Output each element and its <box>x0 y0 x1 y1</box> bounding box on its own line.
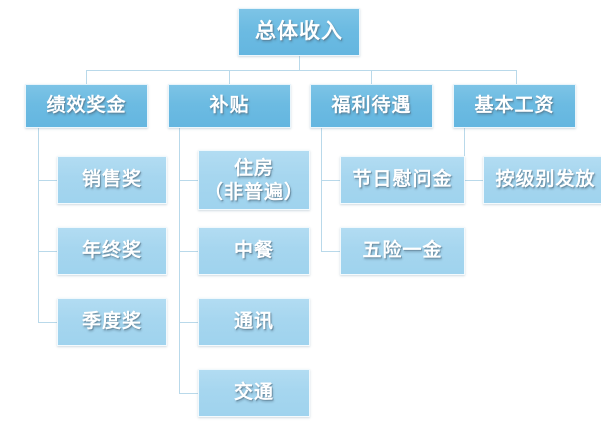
connector-drop-branch-1 <box>86 70 87 84</box>
node-label: 销售奖 <box>81 168 142 191</box>
node-leaf-transport[interactable]: 交通 <box>198 369 310 417</box>
node-branch-base-salary[interactable]: 基本工资 <box>453 84 576 128</box>
connector-drop-branch-3 <box>371 70 372 84</box>
node-leaf-quarterly-bonus[interactable]: 季度奖 <box>57 298 167 346</box>
node-leaf-lunch[interactable]: 中餐 <box>198 227 310 275</box>
node-label-line-1: 住房 <box>233 156 274 179</box>
node-leaf-year-end-bonus[interactable]: 年终奖 <box>57 227 167 275</box>
node-label: 福利待遇 <box>331 94 412 117</box>
connector-trunk-branch-4 <box>464 128 465 181</box>
connector-drop-branch-2 <box>229 70 230 84</box>
connector-root-stem <box>299 56 300 71</box>
node-label: 中餐 <box>233 239 274 262</box>
connector-root-bus <box>86 70 517 71</box>
connector-drop-branch-4 <box>516 70 517 84</box>
node-label: 季度奖 <box>81 310 142 333</box>
node-label-line-2: （非普遍） <box>203 181 304 203</box>
connector-trunk-branch-3 <box>321 128 322 252</box>
connector-elbow-lunch <box>179 251 198 252</box>
node-label: 绩效奖金 <box>46 94 127 117</box>
node-leaf-communication[interactable]: 通讯 <box>198 298 310 346</box>
connector-elbow-communication <box>179 322 198 323</box>
node-label: 年终奖 <box>81 239 142 262</box>
node-label: 交通 <box>233 381 274 404</box>
node-label: 基本工资 <box>474 94 555 117</box>
connector-elbow-transport <box>179 393 198 394</box>
connector-trunk-branch-2 <box>179 128 180 394</box>
node-label: 节日慰问金 <box>352 168 453 191</box>
connector-elbow-sales-bonus <box>38 180 57 181</box>
node-leaf-holiday-gift[interactable]: 节日慰问金 <box>340 156 465 204</box>
node-branch-welfare[interactable]: 福利待遇 <box>310 84 433 128</box>
node-branch-performance-bonus[interactable]: 绩效奖金 <box>25 84 148 128</box>
node-label: 通讯 <box>233 310 274 333</box>
node-leaf-sales-bonus[interactable]: 销售奖 <box>57 156 167 204</box>
connector-trunk-branch-1 <box>38 128 39 323</box>
connector-elbow-holiday-gift <box>321 180 340 181</box>
connector-elbow-housing <box>179 180 198 181</box>
node-label: 总体收入 <box>255 19 343 44</box>
node-branch-allowance[interactable]: 补贴 <box>168 84 291 128</box>
node-leaf-social-insurance[interactable]: 五险一金 <box>340 227 465 275</box>
node-leaf-by-grade[interactable]: 按级别发放 <box>483 156 601 204</box>
connector-elbow-social-insurance <box>321 251 340 252</box>
node-root-total-income[interactable]: 总体收入 <box>238 8 360 56</box>
connector-elbow-year-end-bonus <box>38 251 57 252</box>
connector-elbow-by-grade <box>464 180 483 181</box>
node-label: 补贴 <box>209 94 250 117</box>
node-label: 五险一金 <box>362 239 443 262</box>
connector-elbow-quarterly-bonus <box>38 322 57 323</box>
node-label: 按级别发放 <box>495 168 596 191</box>
node-leaf-housing[interactable]: 住房 （非普遍） <box>198 150 310 210</box>
